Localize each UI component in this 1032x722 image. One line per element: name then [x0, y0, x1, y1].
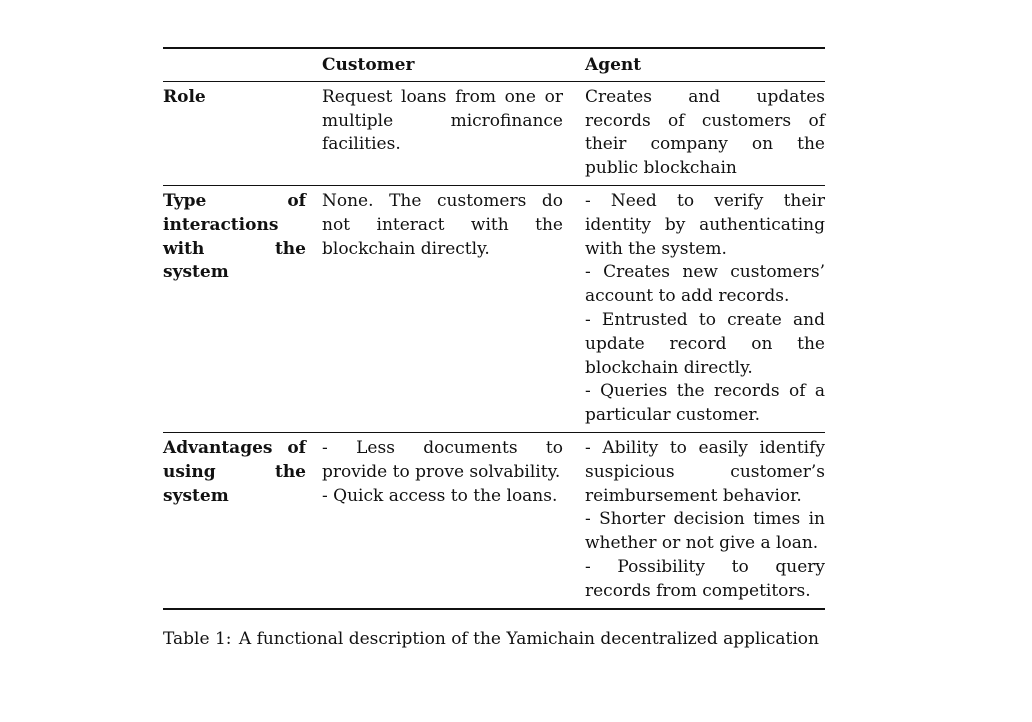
- cell-advantages-agent: - Ability to easily identify suspicious …: [585, 432, 825, 608]
- cell-bullet: - Quick access to the loans.: [322, 485, 558, 506]
- table-row-interactions: Type of interactions with the system Non…: [163, 185, 825, 433]
- cell-interactions-customer: None. The customers do not interact with…: [322, 185, 585, 432]
- table-caption: Table 1: A functional description of the…: [163, 627, 825, 651]
- cell-bullet: - Ability to easily identify suspicious …: [585, 437, 825, 506]
- cell-bullet: - Queries the records of a particular cu…: [585, 381, 825, 426]
- caption-text: A functional description of the Yamichai…: [238, 628, 819, 649]
- header-agent: Agent: [585, 55, 642, 75]
- caption-label: Table 1:: [163, 628, 232, 649]
- cell-bullet: - Shorter decision times in whether or n…: [585, 509, 825, 554]
- row-label-advantages: Advantages of using the system: [163, 437, 306, 506]
- cell-bullet: - Possibility to query records from comp…: [585, 556, 825, 601]
- cell-bullet: - Entrusted to create and update record …: [585, 309, 825, 378]
- cell-role-agent: Creates and updates records of customers…: [585, 81, 825, 185]
- cell-interactions-agent: - Need to verify their identity by authe…: [585, 185, 825, 432]
- cell-text: Request loans from one or multiple micro…: [322, 86, 563, 155]
- row-label-interactions: Type of interactions with the system: [163, 190, 306, 283]
- header-empty: [163, 48, 322, 81]
- cell-bullet: - Creates new customers’ account to add …: [585, 262, 825, 307]
- paper-page: Customer Agent Role Request loans from o…: [163, 47, 825, 651]
- cell-advantages-customer: - Less documents to provide to prove sol…: [322, 432, 585, 608]
- cell-bullet: - Need to verify their identity by authe…: [585, 190, 825, 259]
- cell-bullet: - Less documents to provide to prove sol…: [322, 437, 563, 482]
- cell-text: Creates and updates records of customers…: [585, 86, 825, 179]
- row-label-role: Role: [163, 86, 206, 107]
- table-row-advantages: Advantages of using the system - Less do…: [163, 432, 825, 609]
- table-header-row: Customer Agent: [163, 48, 825, 82]
- cell-role-customer: Request loans from one or multiple micro…: [322, 81, 585, 185]
- cell-text: None. The customers do not interact with…: [322, 190, 563, 259]
- header-customer: Customer: [322, 55, 415, 75]
- functional-description-table: Customer Agent Role Request loans from o…: [163, 47, 825, 610]
- table-row-role: Role Request loans from one or multiple …: [163, 81, 825, 186]
